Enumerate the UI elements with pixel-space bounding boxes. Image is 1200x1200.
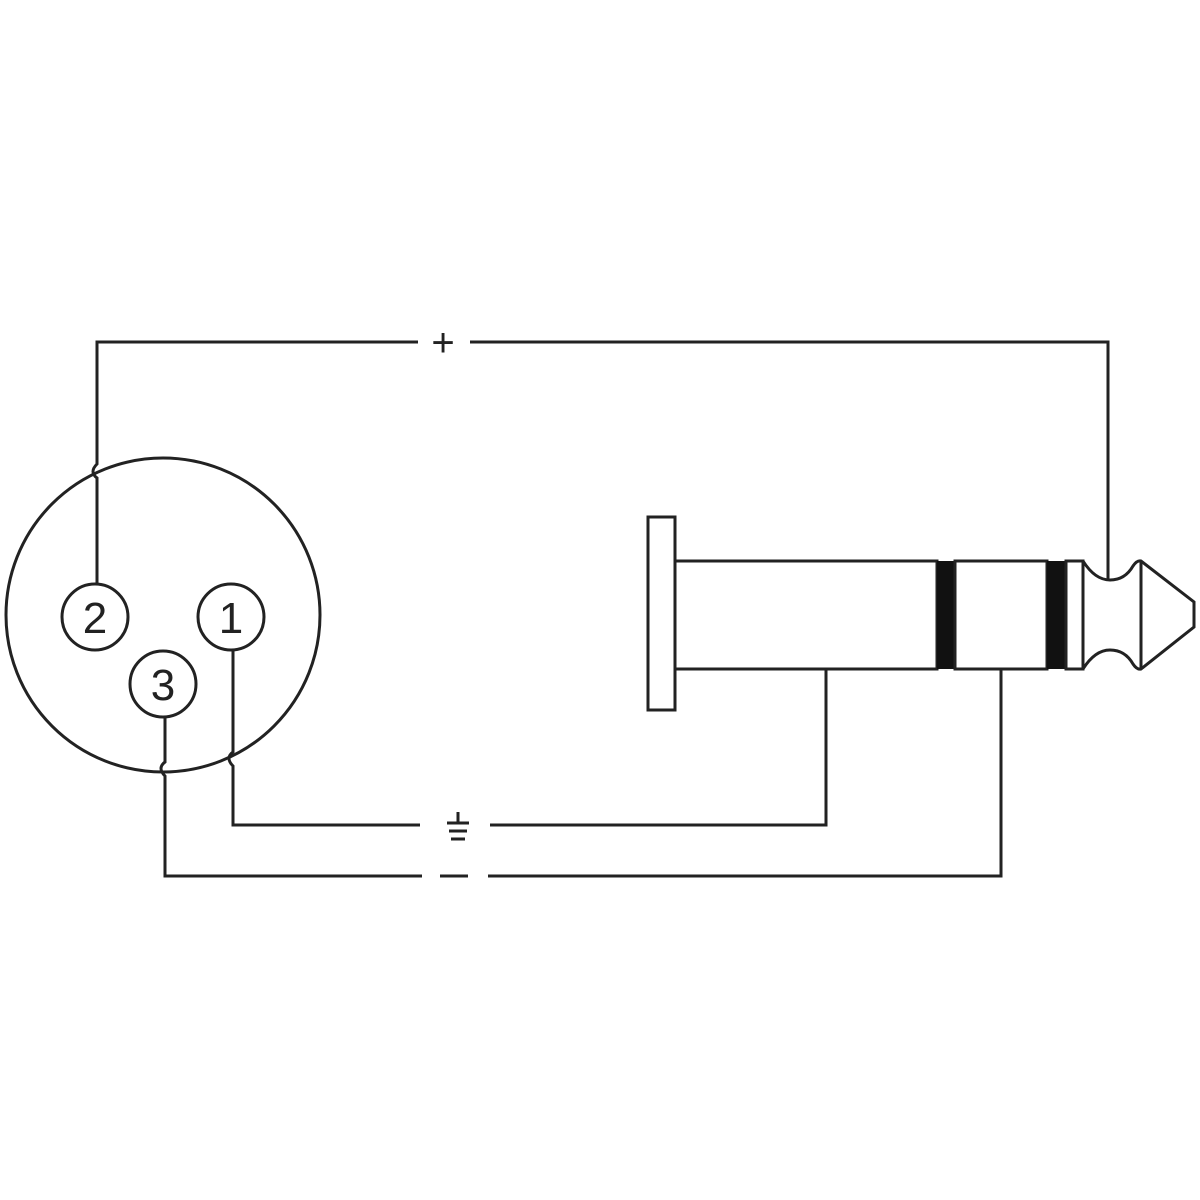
jack-ring-edge [1064, 559, 1085, 671]
trs-jack-plug [646, 515, 1196, 712]
xlr-pin-3: 3 [128, 649, 198, 719]
xlr-pin-1: 1 [196, 582, 266, 652]
jack-insulator-1 [937, 561, 955, 669]
hot-wire: + [91, 321, 1110, 584]
xlr-pin-2: 2 [60, 582, 130, 652]
jack-flange [646, 515, 677, 712]
ground-wire [227, 650, 828, 841]
pin-2-label: 2 [83, 594, 107, 643]
jack-sleeve [673, 559, 939, 671]
pin-3-label: 3 [151, 661, 175, 710]
hot-wire-label: + [431, 321, 454, 365]
pin-1-label: 1 [219, 594, 243, 643]
jack-tip [1081, 559, 1196, 671]
ground-icon [447, 812, 469, 841]
jack-insulator-2 [1047, 561, 1066, 669]
xlr-connector-body [4, 456, 322, 774]
jack-ring [953, 559, 1049, 671]
cold-wire [159, 670, 1003, 878]
